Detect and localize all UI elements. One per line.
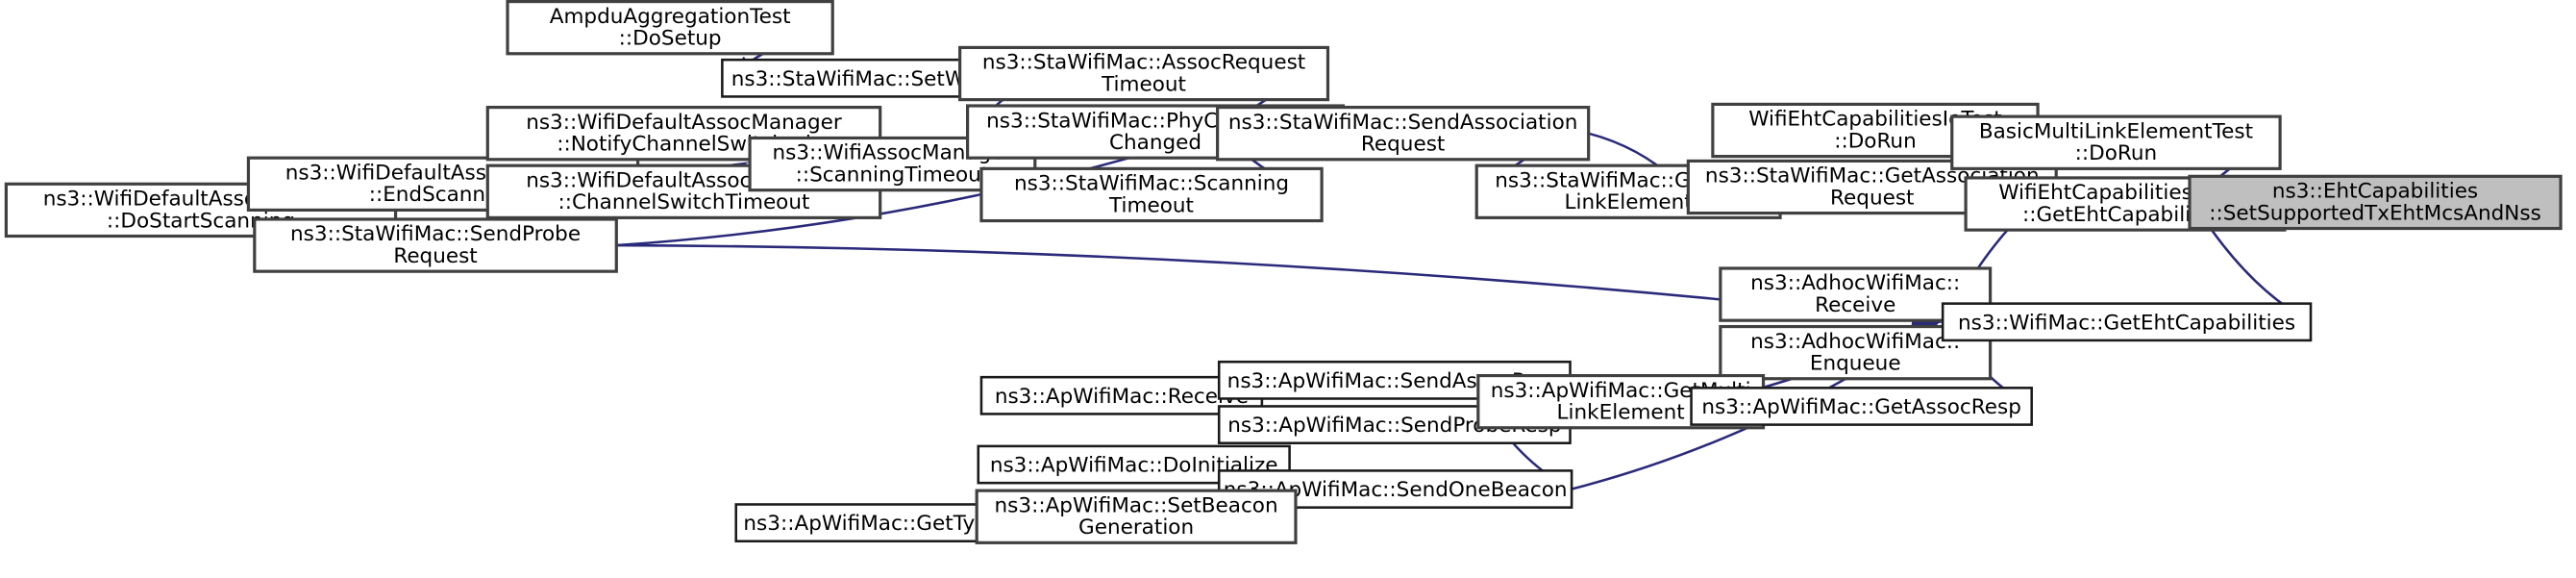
node-ns3-apwifimac-receive[interactable]: ns3::ApWifiMac::Receive — [979, 375, 1264, 415]
node-ns3-ehtcapabilities-setsupportedtxehtmcsandnss-label: ::SetSupportedTxEhtMcsAndNss — [2209, 201, 2541, 225]
node-ns3-apwifimac-getassocresp-label: ns3::ApWifiMac::GetAssocResp — [1701, 395, 2021, 419]
node-ns3-stawifimac-scanningtimeout[interactable]: ns3::StaWifiMac::ScanningTimeout — [979, 166, 1324, 223]
node-ampduaggregationtest-dosetup[interactable]: AmpduAggregationTest::DoSetup — [506, 0, 834, 56]
node-ns3-apwifimac-setbeacongeneration-box[interactable] — [975, 489, 1298, 544]
node-ns3-stawifimac-assocrequesttimeout-box[interactable] — [958, 45, 1330, 102]
node-ns3-ehtcapabilities-setsupportedtxehtmcsandnss-label: ns3::EhtCapabilities — [2272, 180, 2478, 204]
node-basicmultilinkelementtest-dorun[interactable]: BasicMultiLinkElementTest::DoRun — [1950, 114, 2282, 170]
node-ns3-apwifimac-receive-box[interactable] — [979, 375, 1264, 415]
node-ns3-apwifimac-setbeacongeneration-label: ns3::ApWifiMac::SetBeacon — [995, 493, 1278, 517]
node-basicmultilinkelementtest-dorun-label: BasicMultiLinkElementTest — [1979, 119, 2253, 143]
node-ns3-stawifimac-sendassociationrequest-box[interactable] — [1216, 105, 1591, 162]
node-ns3-wifimac-getehtcapabilities[interactable]: ns3::WifiMac::GetEhtCapabilities — [1941, 302, 2313, 342]
node-ampduaggregationtest-dosetup-label: ::DoSetup — [619, 27, 722, 51]
node-ns3-apwifimac-getassocresp[interactable]: ns3::ApWifiMac::GetAssocResp — [1690, 387, 2033, 426]
node-ns3-ehtcapabilities-setsupportedtxehtmcsandnss-box[interactable] — [2188, 174, 2563, 231]
node-ns3-stawifimac-assocrequesttimeout-label: Timeout — [1101, 72, 1186, 96]
node-ns3-wifimac-getehtcapabilities-box[interactable] — [1941, 302, 2313, 342]
node-ns3-stawifimac-phycapabilitieschanged-label: Changed — [1109, 131, 1201, 155]
node-ns3-stawifimac-getassociationrequest-label: Request — [1830, 186, 1914, 210]
node-ampduaggregationtest-dosetup-label: AmpduAggregationTest — [550, 5, 791, 29]
node-ns3-stawifimac-sendproberequest-box[interactable] — [253, 217, 618, 273]
node-ns3-wifidefaultassocmanager-notifychannelswitched-label: ns3::WifiDefaultAssocManager — [526, 111, 842, 135]
node-ns3-adhocwifimac-enqueue[interactable]: ns3::AdhocWifiMac::Enqueue — [1719, 324, 1993, 381]
node-ns3-stawifimac-scanningtimeout-label: ns3::StaWifiMac::Scanning — [1014, 172, 1289, 196]
node-ns3-stawifimac-scanningtimeout-label: Timeout — [1108, 193, 1194, 217]
node-basicmultilinkelementtest-dorun-label: ::DoRun — [2075, 141, 2158, 165]
node-ns3-adhocwifimac-enqueue-label: ns3::AdhocWifiMac:: — [1750, 330, 1960, 354]
node-ns3-ehtcapabilities-setsupportedtxehtmcsandnss[interactable]: ns3::EhtCapabilities::SetSupportedTxEhtM… — [2188, 174, 2563, 231]
node-ns3-apwifimac-getmultilinkelement-label: LinkElement — [1557, 401, 1685, 425]
node-ampduaggregationtest-dosetup-box[interactable] — [506, 0, 834, 56]
node-ns3-apwifimac-receive-label: ns3::ApWifiMac::Receive — [995, 385, 1249, 409]
node-ns3-stawifimac-sendassociationrequest-label: Request — [1361, 133, 1445, 157]
node-ns3-adhocwifimac-receive-label: Receive — [1815, 293, 1895, 317]
node-ns3-apwifimac-getassocresp-box[interactable] — [1690, 387, 2033, 426]
node-wifiehtcapabilitiesietest-dorun-label: ::DoRun — [1834, 129, 1917, 153]
node-layer: ns3::WifiDefaultAssocManager::DoStartSca… — [4, 0, 2563, 544]
node-ns3-stawifimac-sendassociationrequest-label: ns3::StaWifiMac::SendAssociation — [1228, 111, 1578, 135]
node-ns3-wifiassocmanager-scanningtimeout-label: ::ScanningTimeout — [796, 163, 990, 188]
node-ns3-adhocwifimac-enqueue-label: Enqueue — [1810, 352, 1901, 376]
node-ns3-stawifimac-scanningtimeout-box[interactable] — [979, 166, 1324, 223]
node-ns3-wifidefaultassocmanager-channelswitchtimeout-label: ::ChannelSwitchTimeout — [558, 190, 810, 214]
node-ns3-apwifimac-setbeacongeneration-label: Generation — [1078, 515, 1194, 540]
node-ns3-stawifimac-sendproberequest-label: ns3::StaWifiMac::SendProbe — [290, 222, 581, 246]
node-ns3-apwifimac-gettypeid-label: ns3::ApWifiMac::GetTypeId — [743, 512, 1020, 536]
node-ns3-wifimac-getehtcapabilities-label: ns3::WifiMac::GetEhtCapabilities — [1958, 311, 2295, 335]
node-ns3-stawifimac-sendproberequest-label: Request — [393, 244, 477, 268]
node-ns3-adhocwifimac-receive-label: ns3::AdhocWifiMac:: — [1750, 271, 1960, 295]
node-ns3-stawifimac-getmultilinkelement-label: LinkElement — [1565, 190, 1693, 214]
edge-n03-to-n12 — [616, 135, 1204, 247]
node-ns3-stawifimac-assocrequesttimeout-label: ns3::StaWifiMac::AssocRequest — [982, 51, 1305, 75]
node-basicmultilinkelementtest-dorun-box[interactable] — [1950, 114, 2282, 170]
